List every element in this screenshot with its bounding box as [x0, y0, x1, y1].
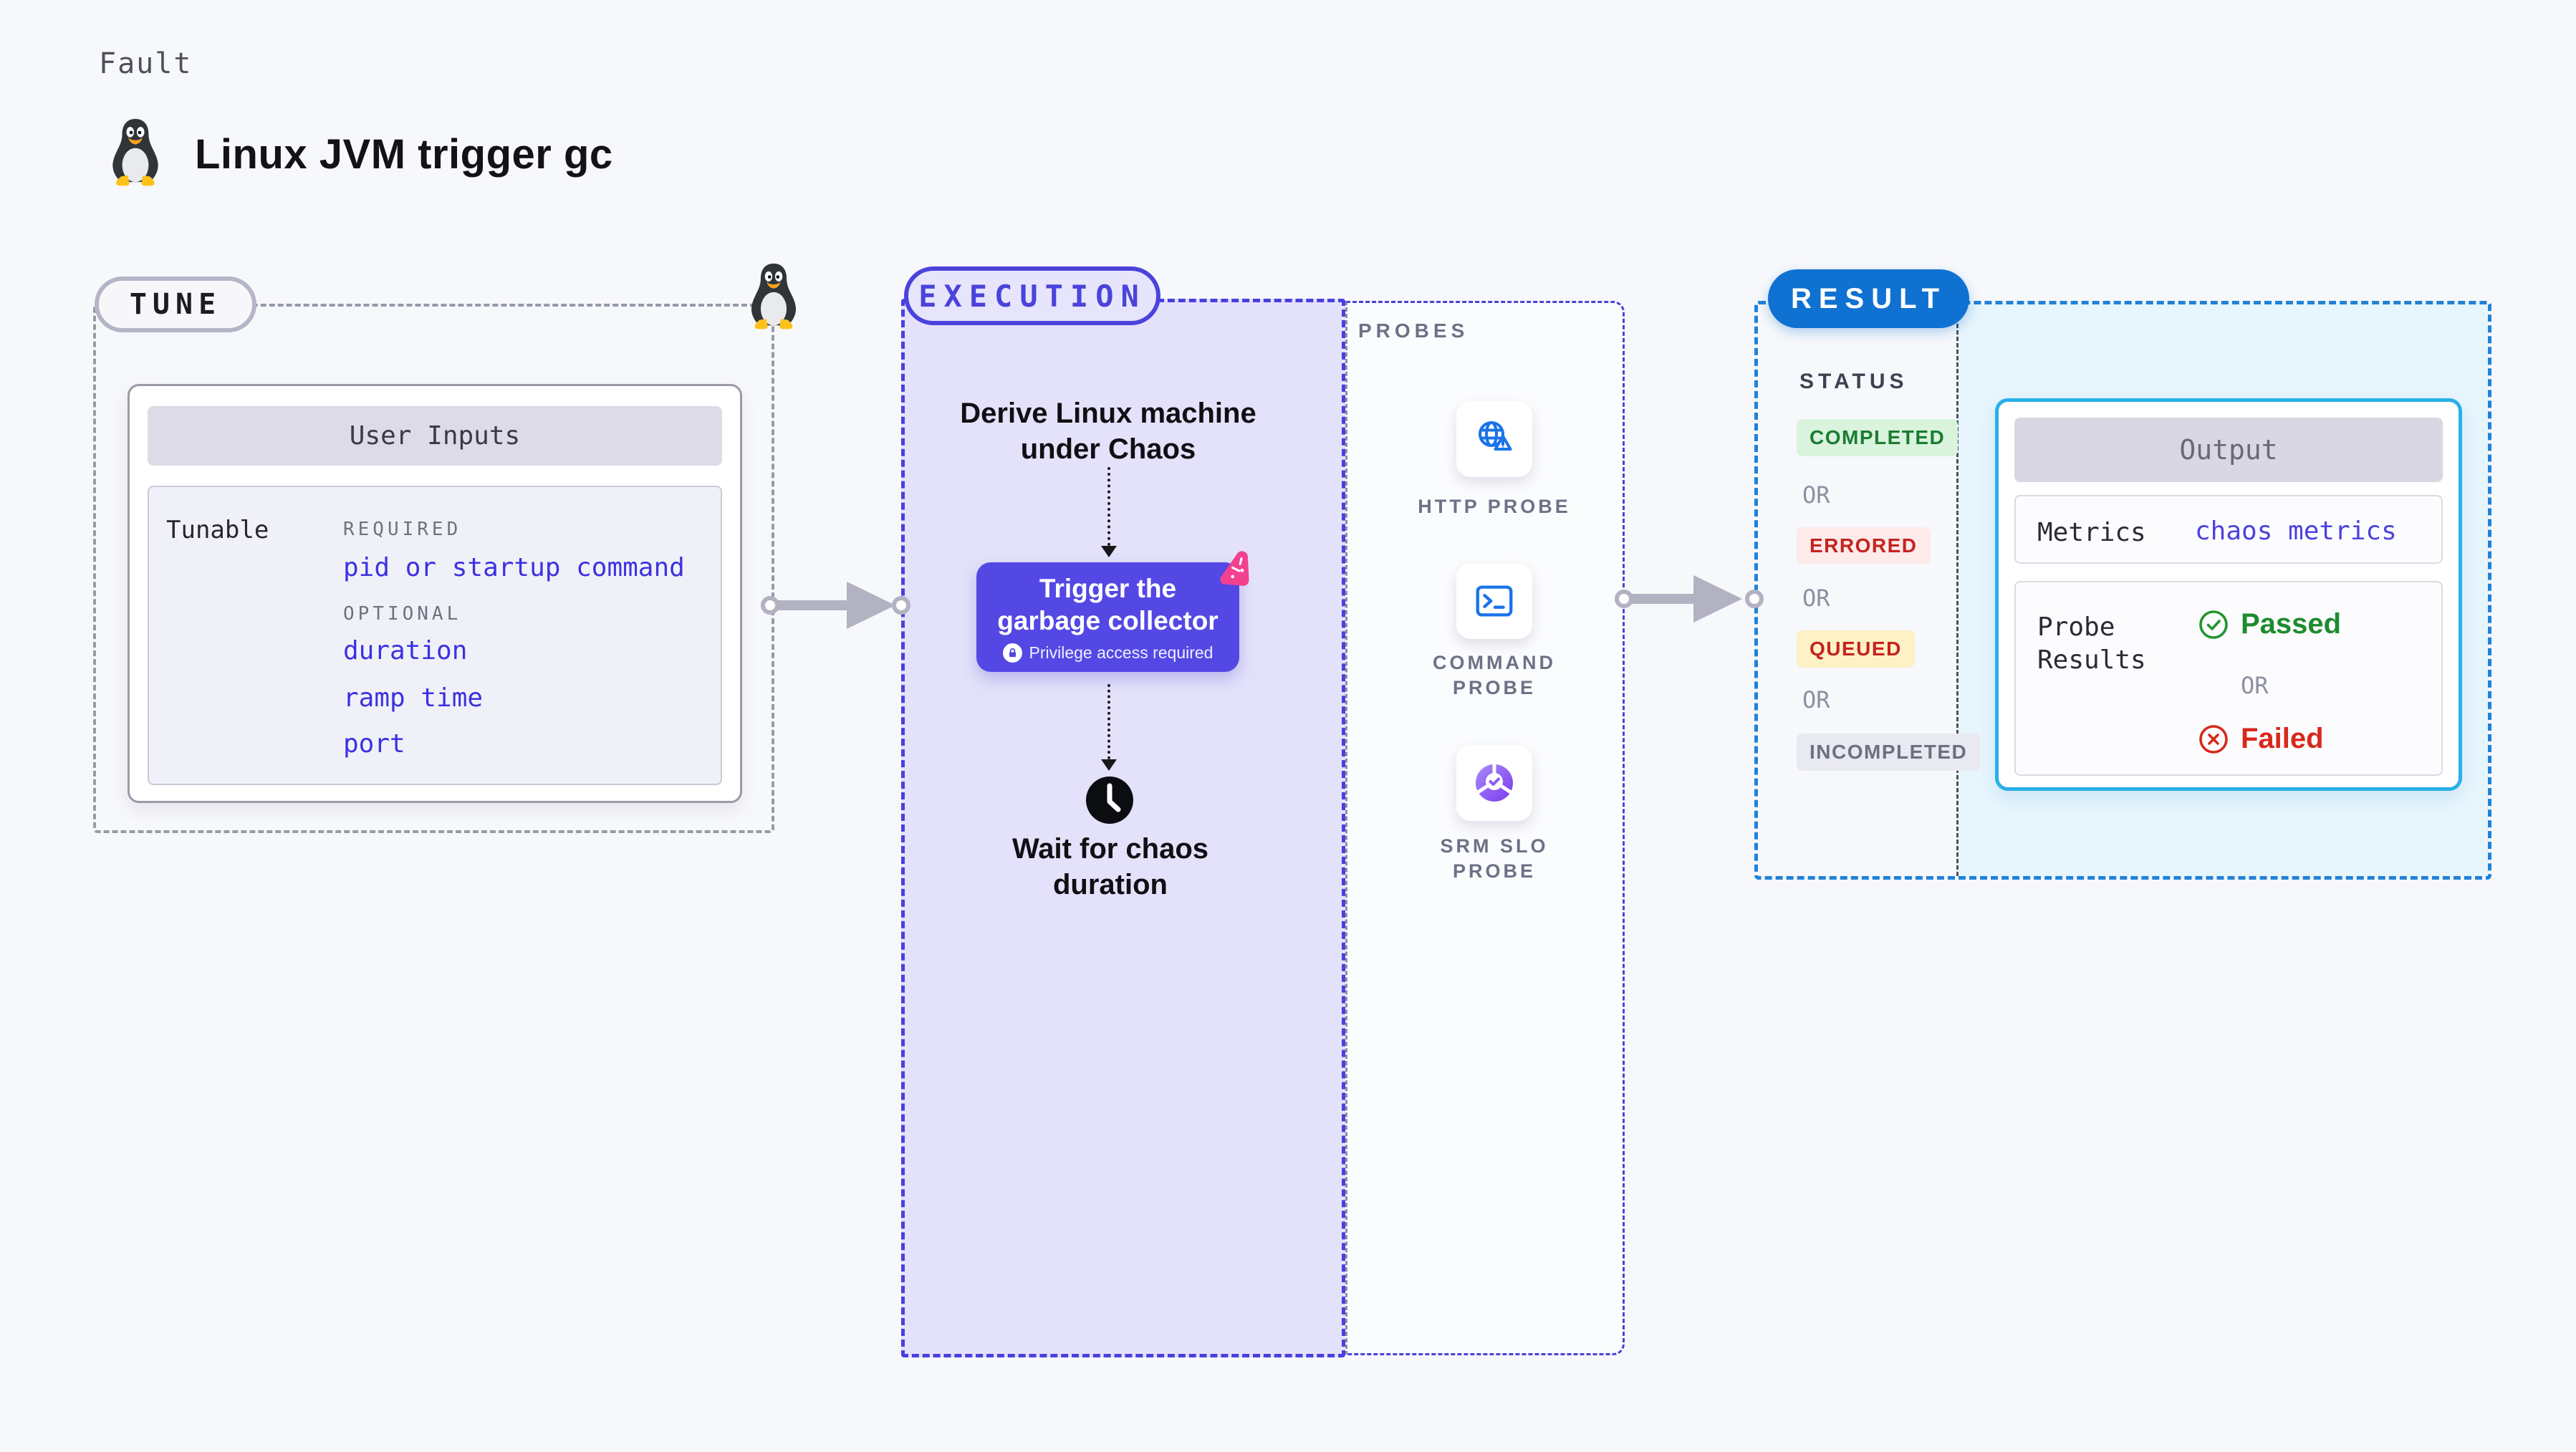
metrics-row: Metrics chaos metrics	[2014, 495, 2443, 564]
trigger-title-line1: Trigger the	[1039, 574, 1177, 603]
chaos-pink-icon	[1220, 551, 1249, 586]
flow-arrow-line	[1107, 467, 1110, 546]
http-probe-label: HTTP PROBE	[1418, 496, 1571, 517]
wait-step-label: Wait for chaos duration	[989, 831, 1232, 903]
derive-step-line2: under Chaos	[1020, 433, 1196, 465]
clock-icon	[1086, 777, 1133, 824]
status-label: STATUS	[1799, 370, 1908, 393]
probe-or: OR	[2241, 672, 2269, 699]
flow-arrow-head-icon	[1101, 546, 1117, 557]
wait-step-line1: Wait for chaos	[1011, 833, 1209, 865]
page-title: Linux JVM trigger gc	[195, 130, 613, 178]
passed-line: Passed	[2198, 608, 2341, 640]
connector-line	[1632, 594, 1698, 604]
probe-results-row: Probe Results Passed OR Failed	[2014, 581, 2443, 776]
tune-badge: TUNE	[95, 277, 256, 332]
status-or: OR	[1802, 585, 1830, 612]
execution-section	[901, 299, 1345, 1357]
privilege-note: Privilege access required	[1029, 643, 1213, 662]
status-or: OR	[1802, 686, 1830, 713]
user-inputs-header: User Inputs	[148, 406, 722, 466]
tux-penguin-icon	[112, 118, 158, 186]
probe-results-label-line1: Probe	[2037, 612, 2115, 642]
connector-port-icon	[1615, 590, 1633, 608]
metrics-value-link[interactable]: chaos metrics	[2195, 516, 2397, 546]
trigger-title-line2: garbage collector	[997, 606, 1219, 635]
connector-port-icon	[761, 596, 779, 615]
srm-slo-probe-label: SRM SLO PROBE	[1440, 835, 1549, 882]
param-duration[interactable]: duration	[343, 636, 468, 665]
command-probe-label: COMMAND PROBE	[1433, 652, 1556, 698]
tunable-row-label: Tunable	[166, 516, 269, 544]
user-inputs-card: User Inputs Tunable REQUIRED pid or star…	[128, 384, 742, 803]
status-badge-queued: QUEUED	[1797, 630, 1915, 668]
status-or: OR	[1802, 481, 1830, 509]
tux-penguin-corner-icon	[751, 263, 797, 330]
wait-step-line2: duration	[1053, 869, 1168, 900]
status-badge-errored: ERRORED	[1797, 527, 1931, 564]
slo-pie-icon	[1476, 764, 1513, 802]
param-ramp-time[interactable]: ramp time	[343, 683, 484, 713]
result-badge: RESULT	[1768, 269, 1969, 328]
probe-results-label: Probe Results	[2037, 611, 2146, 677]
status-badge-incompleted: INCOMPLETED	[1797, 734, 1981, 771]
x-circle-icon	[2199, 724, 2228, 754]
tune-section	[93, 304, 774, 833]
output-header: Output	[2014, 418, 2443, 482]
check-circle-icon	[2199, 610, 2228, 639]
flow-arrow-line	[1107, 684, 1110, 759]
connector-arrowhead-icon	[847, 582, 895, 629]
optional-caption: OPTIONAL	[343, 603, 462, 625]
globe-alert-icon	[1479, 421, 1512, 451]
connector-port-icon	[1745, 590, 1764, 608]
probes-label: PROBES	[1358, 319, 1469, 342]
command-probe-card[interactable]	[1456, 563, 1532, 639]
required-caption: REQUIRED	[343, 519, 462, 540]
param-pid-or-startup-command[interactable]: pid or startup command	[343, 553, 685, 582]
failed-text: Failed	[2241, 723, 2324, 754]
trigger-gc-node[interactable]: Trigger the garbage collector Privilege …	[976, 551, 1249, 672]
connector-arrowhead-icon	[1693, 575, 1742, 622]
probe-results-label-line2: Results	[2037, 645, 2146, 675]
connector-line	[778, 600, 850, 610]
lock-icon	[1002, 643, 1022, 663]
privilege-note-row: Privilege access required	[976, 643, 1239, 663]
output-card: Output Metrics chaos metrics Probe Resul…	[1995, 398, 2462, 791]
http-probe-card[interactable]	[1456, 401, 1532, 477]
flow-arrow-head-icon	[1101, 759, 1117, 771]
derive-step-line1: Derive Linux machine	[960, 398, 1256, 429]
passed-text: Passed	[2241, 608, 2342, 640]
tunable-panel: Tunable REQUIRED pid or startup command …	[148, 486, 722, 785]
param-port[interactable]: port	[343, 729, 405, 759]
execution-badge: EXECUTION	[904, 266, 1160, 325]
srm-slo-probe-card[interactable]	[1456, 745, 1532, 821]
fault-eyebrow: Fault	[99, 47, 193, 80]
metrics-label: Metrics	[2037, 518, 2146, 547]
derive-step-label: Derive Linux machine under Chaos	[951, 395, 1266, 467]
failed-line: Failed	[2198, 723, 2324, 755]
status-badge-completed: COMPLETED	[1797, 419, 1959, 456]
terminal-icon	[1476, 585, 1513, 617]
connector-port-icon	[892, 596, 910, 615]
